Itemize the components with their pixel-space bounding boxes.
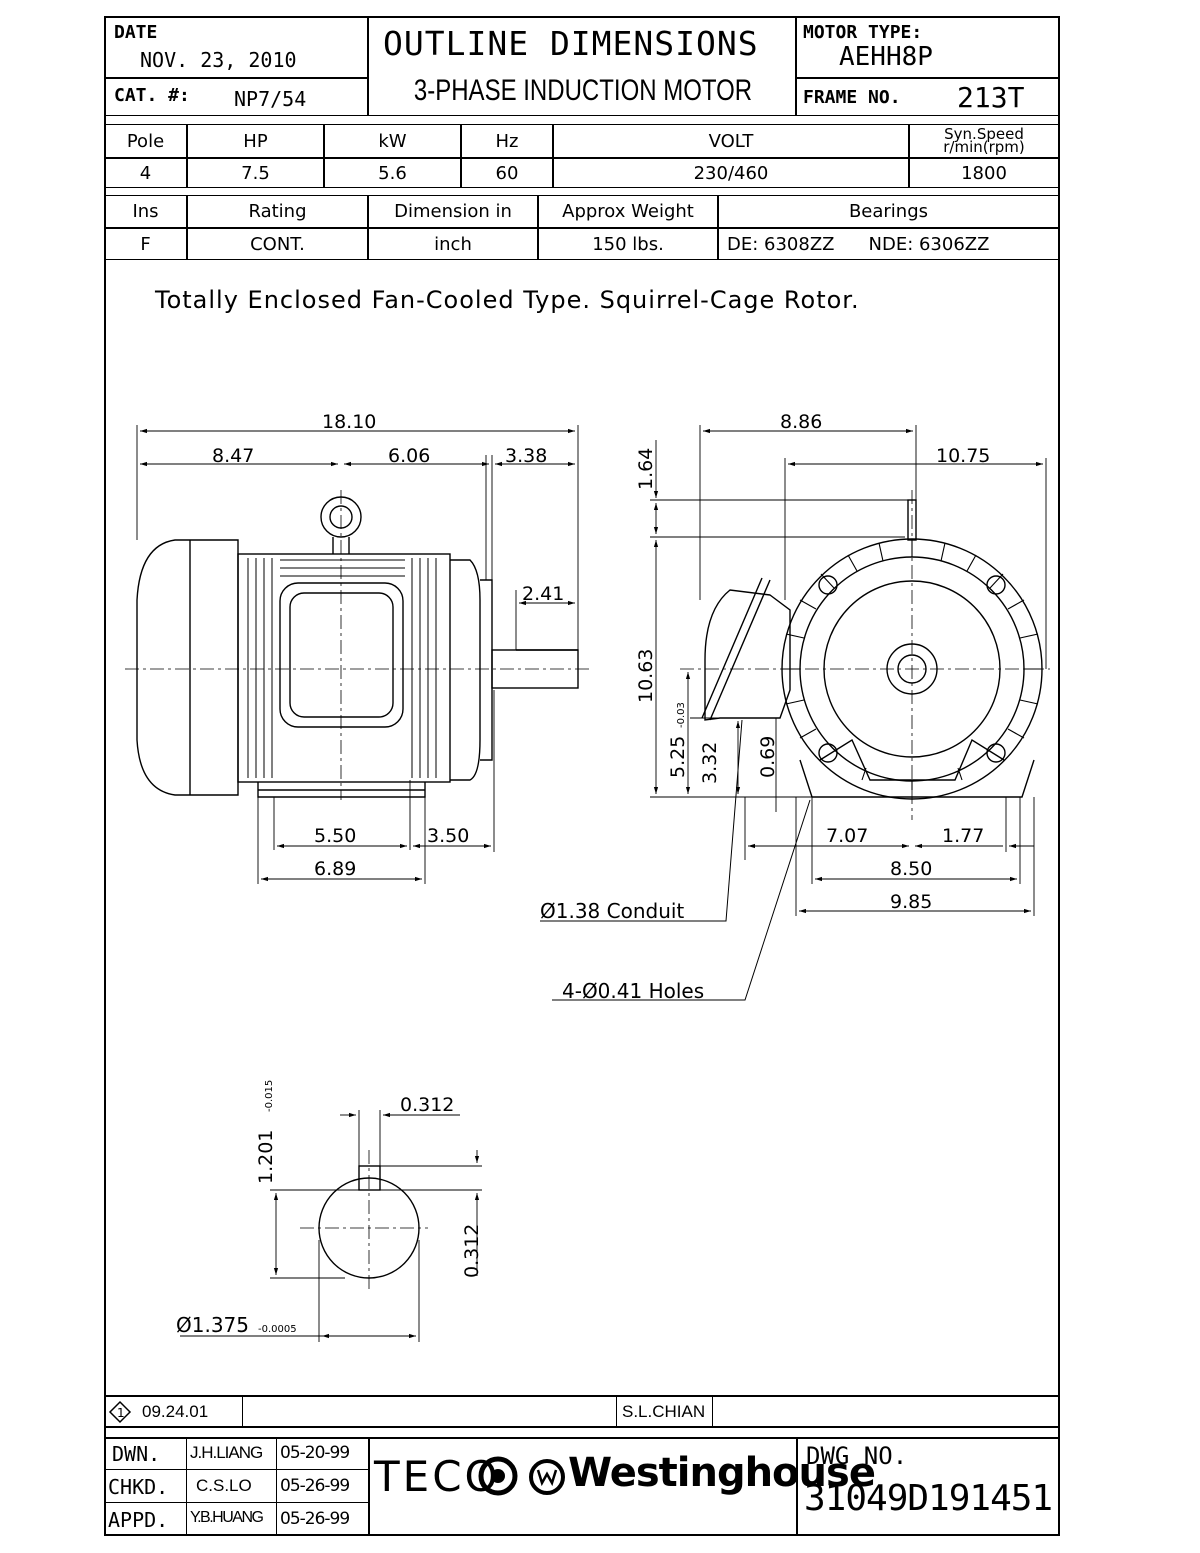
dim-eyebolt-height: 1.64	[635, 448, 657, 490]
dim-shaft-height: 5.25	[667, 736, 689, 778]
dim-foot-offset: 1.77	[942, 825, 984, 847]
dim-shaft-height-tol: -0.03	[676, 702, 687, 728]
col-volt-header: VOLT	[553, 124, 909, 158]
kw-value: 5.6	[324, 158, 461, 188]
revision-row	[104, 1395, 1060, 1428]
role-dwn: DWN.	[112, 1442, 161, 1466]
dim-width-top: 8.86	[780, 411, 822, 433]
bearings-value: DE: 6308ZZ NDE: 6306ZZ	[718, 228, 1060, 260]
dim-conduit: Ø1.38 Conduit	[540, 899, 684, 923]
col-rating-header: Rating	[187, 195, 368, 228]
drawing-title: OUTLINE DIMENSIONS	[383, 24, 759, 63]
dim-fan-end: 8.47	[212, 445, 254, 467]
date-value: NOV. 23, 2010	[140, 48, 297, 72]
weight-value: 150 lbs.	[538, 228, 718, 260]
fan-cover	[136, 539, 239, 796]
hz-value: 60	[461, 158, 553, 188]
dim-foot-width: 8.50	[890, 858, 932, 880]
dim-key-depth: 1.201	[255, 1130, 277, 1184]
revision-date: 09.24.01	[142, 1402, 209, 1421]
title-cell: OUTLINE DIMENSIONS 3-PHASE INDUCTION MOT…	[368, 16, 796, 116]
col-weight-header: Approx Weight	[538, 195, 718, 228]
col-hz-header: Hz	[461, 124, 553, 158]
brand-westinghouse: Westinghouse	[568, 1450, 876, 1496]
revision-by: S.L.CHIAN	[622, 1402, 706, 1421]
cat-value: NP7/54	[234, 87, 307, 111]
dwg-number: 31049D191451	[804, 1478, 1053, 1519]
col-dimension-header: Dimension in	[368, 195, 538, 228]
frame-cell: FRAME NO. 213T	[796, 78, 1060, 116]
name-dwn: J.H.LIANG	[190, 1443, 263, 1462]
hp-value: 7.5	[187, 158, 324, 188]
svg-text:1: 1	[117, 1406, 125, 1420]
dwg-label: DWG NO.	[806, 1442, 908, 1470]
motor-type-cell: MOTOR TYPE: AEHH8P	[796, 16, 1060, 78]
dim-key-depth-tol: -0.015	[264, 1080, 275, 1112]
name-chkd: C.S.LO	[196, 1476, 252, 1495]
dim-box-height: 3.32	[699, 742, 721, 784]
ins-value: F	[104, 228, 187, 260]
pole-value: 4	[104, 158, 187, 188]
dim-base-width: 9.85	[890, 891, 932, 913]
col-bearings-header: Bearings	[718, 195, 1060, 228]
dim-center-span: 6.06	[388, 445, 430, 467]
rating-value: CONT.	[187, 228, 368, 260]
col-kw-header: kW	[324, 124, 461, 158]
conduit-box	[704, 589, 791, 721]
dim-half-base: 7.07	[826, 825, 868, 847]
revision-divider	[712, 1397, 713, 1426]
date-appd: 05-26-99	[280, 1509, 350, 1529]
col-ins-header: Ins	[104, 195, 187, 228]
dim-holes: 4-Ø0.41 Holes	[562, 979, 704, 1003]
dim-half-width: 10.75	[936, 445, 990, 467]
brand-teco: TECO	[374, 1452, 501, 1501]
date-label: DATE	[114, 22, 158, 43]
name-appd: Y.B.HUANG	[190, 1509, 264, 1526]
dim-overall-length: 18.10	[322, 411, 376, 433]
dim-keyway-width: 0.312	[400, 1094, 454, 1116]
col-hp-header: HP	[187, 124, 324, 158]
volt-value: 230/460	[553, 158, 909, 188]
teco-logo-icon	[476, 1456, 522, 1500]
col-speed-header: Syn.Speed r/min(rpm)	[909, 124, 1060, 158]
motor-type-label: MOTOR TYPE:	[803, 22, 923, 43]
shaft-section	[180, 1110, 482, 1342]
revision-divider	[242, 1397, 243, 1426]
drawing-subtitle: 3-PHASE INDUCTION MOTOR	[413, 74, 753, 107]
role-chkd: CHKD.	[108, 1475, 169, 1499]
date-cell: DATE NOV. 23, 2010	[104, 16, 368, 78]
dim-foot-thickness: 0.69	[757, 736, 779, 778]
dimension-unit-value: inch	[368, 228, 538, 260]
dim-shaft-ext: 3.38	[505, 445, 547, 467]
dim-shaft-key-len: 2.41	[522, 583, 564, 605]
end-view	[540, 425, 1050, 1001]
dim-base-length: 6.89	[314, 858, 356, 880]
motor-description: Totally Enclosed Fan-Cooled Type. Squirr…	[155, 286, 860, 314]
terminal-box	[279, 582, 404, 728]
cat-label: CAT. #:	[114, 85, 190, 106]
frame-value: 213T	[957, 81, 1025, 114]
motor-type-value: AEHH8P	[839, 42, 933, 72]
dim-shaft-dia-tol: -0.0005	[258, 1324, 297, 1335]
speed-value: 1800	[909, 158, 1060, 188]
revision-divider	[616, 1397, 617, 1426]
bearing-de: DE: 6308ZZ	[727, 233, 835, 255]
date-dwn: 05-20-99	[280, 1443, 350, 1463]
title-block	[104, 1437, 1060, 1536]
bearing-nde: NDE: 6306ZZ	[868, 233, 990, 255]
frame-label: FRAME NO.	[803, 87, 901, 108]
dim-foot-span: 5.50	[314, 825, 356, 847]
revision-marker-icon: 1	[108, 1400, 142, 1428]
date-chkd: 05-26-99	[280, 1476, 350, 1496]
role-appd: APPD.	[108, 1508, 169, 1532]
dim-foot-to-shaft: 3.50	[427, 825, 469, 847]
dim-shaft-dia: Ø1.375	[176, 1313, 249, 1337]
cat-cell: CAT. #: NP7/54	[104, 78, 368, 116]
westinghouse-logo-icon	[528, 1458, 566, 1500]
side-view	[125, 425, 590, 884]
col-pole-header: Pole	[104, 124, 187, 158]
dim-total-height: 10.63	[635, 649, 657, 703]
dim-key-height: 0.312	[461, 1224, 483, 1278]
